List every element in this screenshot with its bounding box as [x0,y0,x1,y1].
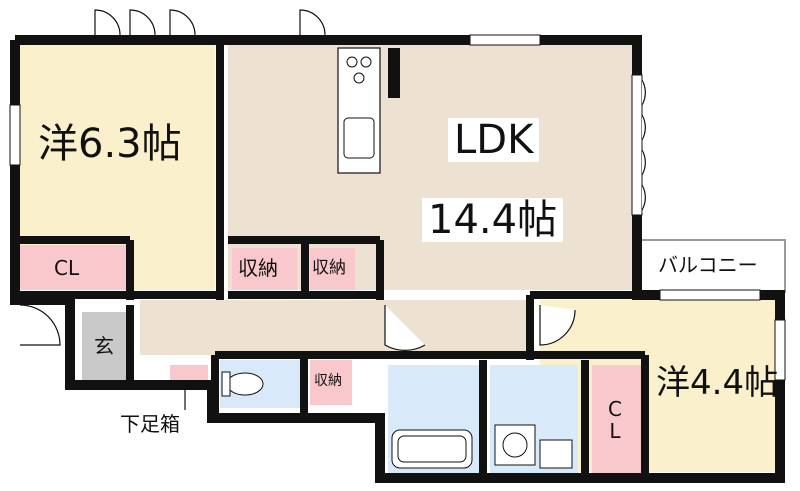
storage-2-label: 収納 [312,258,346,278]
window-b-right [774,319,786,381]
door-swing [19,304,61,346]
kitchen-sink [343,117,375,159]
door-swing [641,184,646,211]
storage-2-floor [310,248,355,290]
shoe-box-floor [170,365,208,381]
door-swing [129,9,156,36]
bathtub-inner [397,435,467,463]
western-room-b-floor [540,300,776,472]
door-swing [641,79,646,106]
fridge-wall [388,48,400,98]
washing-machine-drum [502,432,528,458]
door-swing [384,305,426,351]
window-right-1 [631,74,643,216]
shoe-box-label: 下足箱 [120,412,180,436]
storage-1-label: 収納 [238,256,278,280]
entrance-label: 玄 [94,334,114,358]
door-swing [299,9,326,36]
closet-b-floor [592,365,642,473]
storage-1-floor [232,248,297,290]
window-b-top [659,289,761,301]
stove-burner [353,72,365,84]
hall-floor [140,300,530,355]
stove-burner [360,56,372,68]
western-room-a-label: 洋6.3帖 [38,121,182,167]
toilet-tank [221,371,231,397]
washing-machine [494,424,536,466]
balcony-outline [640,239,786,293]
western-room-b-label: 洋4.4帖 [656,363,779,403]
door-swing [94,9,121,36]
stove-burner [346,56,358,68]
ldk-size-label: 14.4帖 [422,198,564,242]
window-left [9,104,21,166]
wash-basin [539,439,573,469]
storage-3-floor [310,360,352,405]
storage-3-label: 収納 [314,373,342,389]
door-swing [169,9,196,36]
bathtub [391,429,473,469]
toilet-bowl [226,372,264,396]
door-swing [641,149,646,176]
kitchen-counter [337,47,381,174]
closet-a-floor [20,245,128,290]
door-swing [539,305,576,346]
closet-a-label: CL [54,256,80,280]
balcony-label: バルコニー [658,253,758,277]
ldk-name-label: LDK [448,118,540,162]
window-top [469,34,541,46]
closet-b-label: C L [608,397,622,443]
entrance-floor [82,312,130,380]
door-swing [641,114,646,141]
